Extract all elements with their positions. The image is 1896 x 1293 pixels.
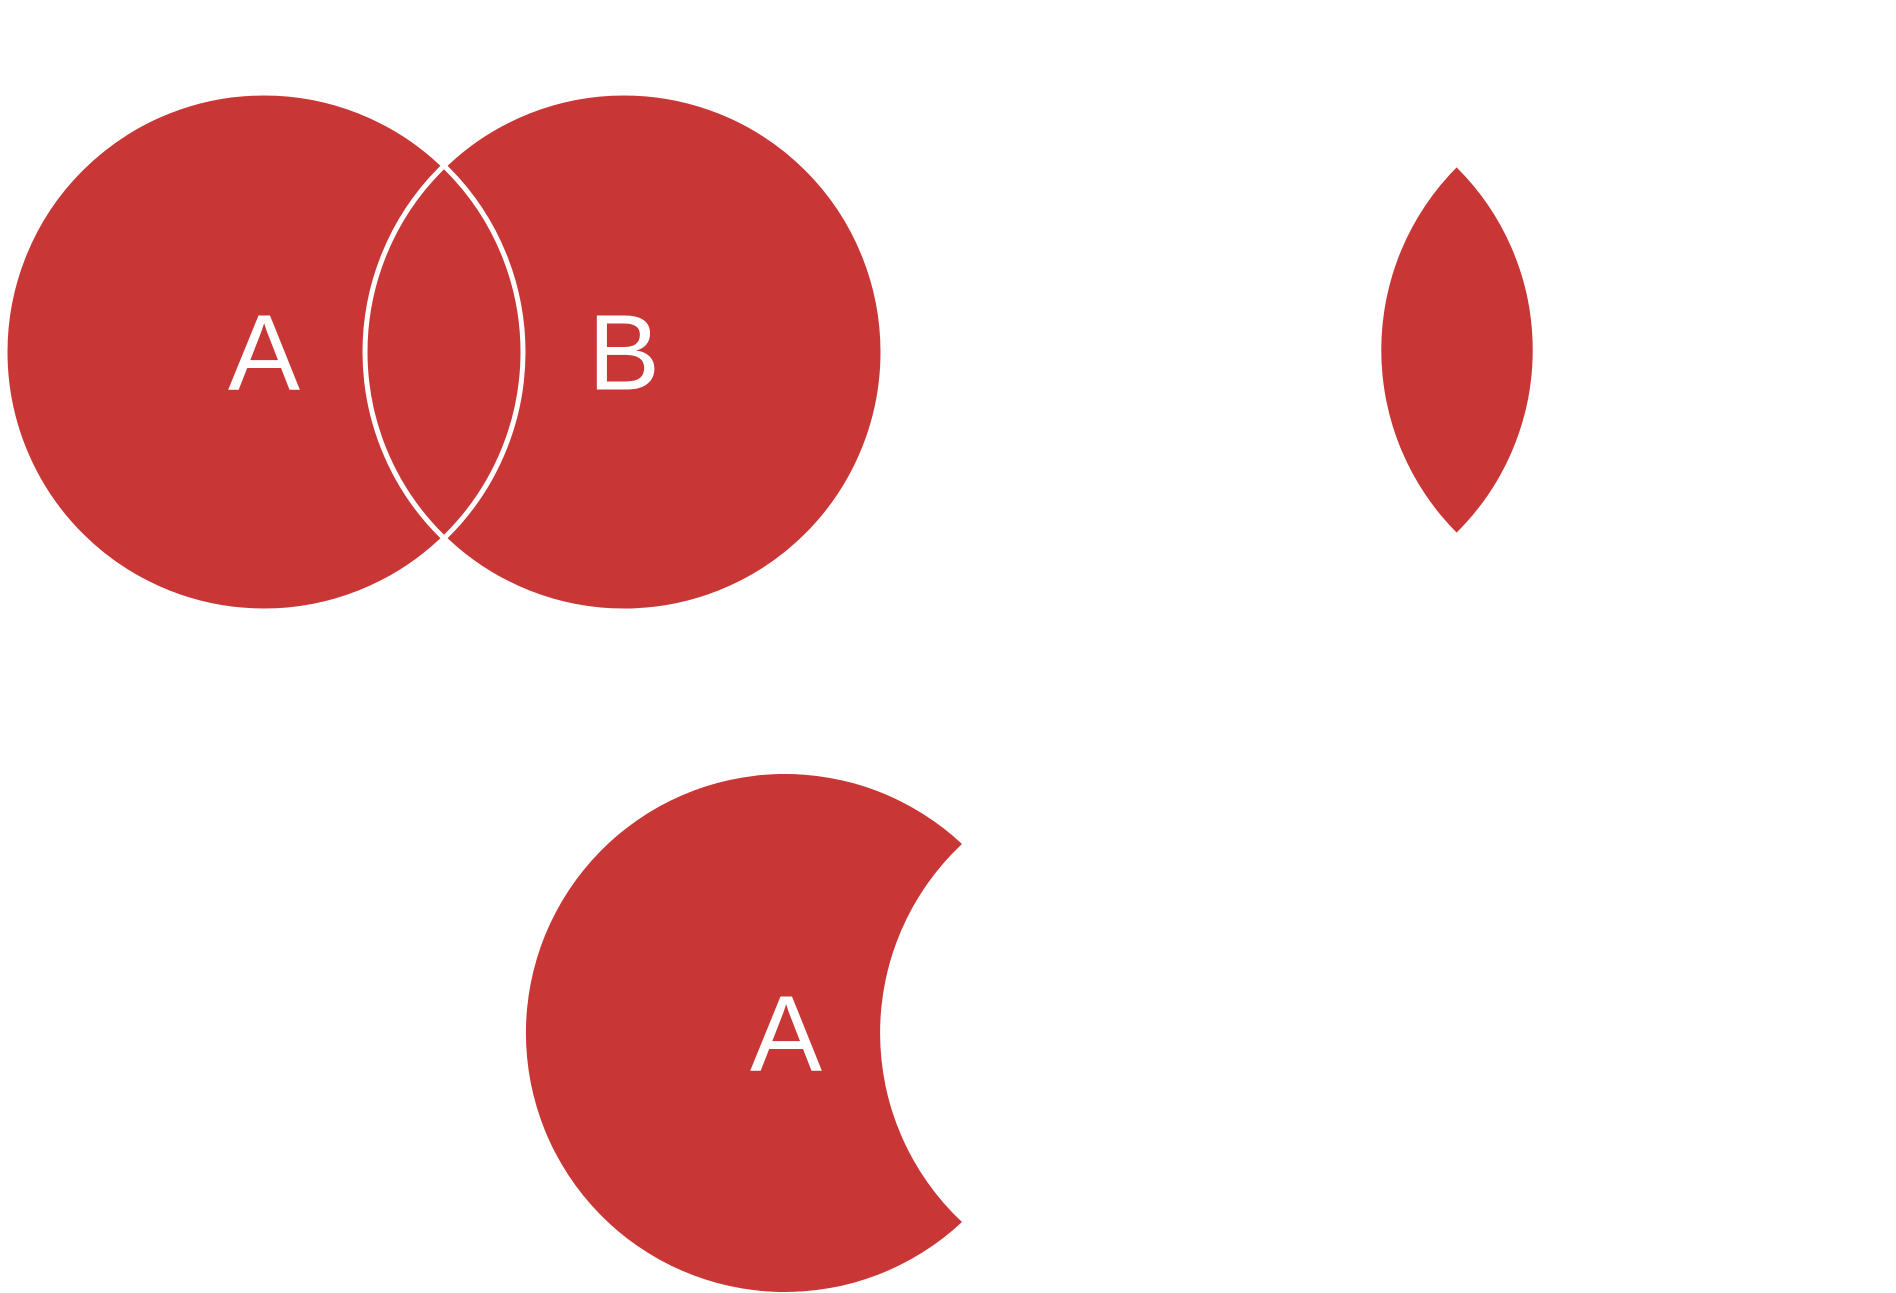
circle-b — [365, 93, 883, 611]
difference-diagram: A — [525, 774, 962, 1292]
union-diagram: A B — [2, 90, 886, 614]
circle-b-outline — [362, 90, 886, 614]
intersection-edge-outline — [1456, 164, 1537, 536]
intersection-diagram — [1381, 164, 1537, 536]
intersection-lens — [1381, 166, 1535, 534]
circle-a — [5, 93, 523, 611]
difference-crescent — [525, 774, 962, 1292]
difference-label-a: A — [750, 973, 822, 1094]
set-label-b: B — [588, 292, 660, 413]
circle-a-outline — [2, 90, 526, 614]
set-label-a: A — [228, 292, 300, 413]
